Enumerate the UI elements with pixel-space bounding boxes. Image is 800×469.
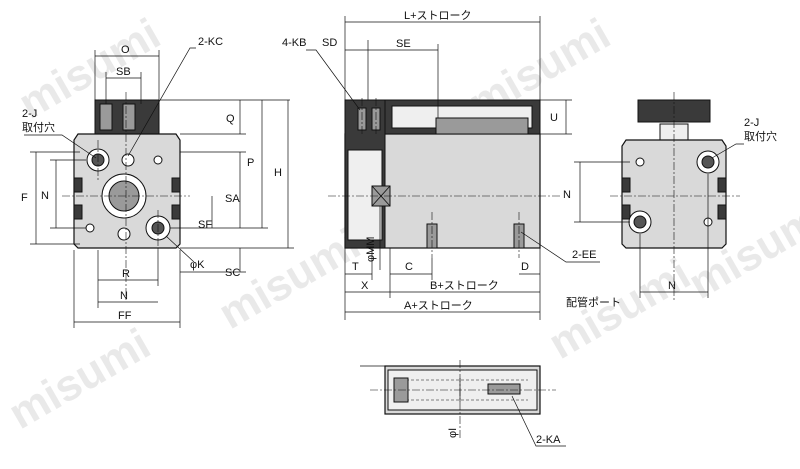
front-small-hole-left [85, 223, 95, 233]
dim-label-2J-note-rear: 取付穴 [744, 129, 777, 143]
front-notch-left-lower [73, 204, 83, 220]
front-notch-right-lower [171, 204, 181, 220]
rear-small-hole-1 [635, 157, 645, 167]
dim-label-phiK: φK [190, 259, 205, 271]
bottom-view: φI 2-KA [360, 360, 566, 447]
dim-label-O: O [121, 44, 130, 56]
front-small-hole-lower [117, 227, 131, 241]
bottom-port-right [487, 383, 521, 395]
front-notch-right-upper [171, 177, 181, 193]
dim-label-4KB: 4-KB [282, 37, 306, 49]
dim-label-phiI: φI [447, 428, 459, 438]
front-notch-left-upper [73, 177, 83, 193]
dim-label-SB: SB [116, 66, 131, 78]
dim-label-U: U [550, 112, 558, 124]
dim-label-D: D [521, 261, 529, 273]
side-view: L+ストローク SD SE 4-KB U φMM T C D X [282, 9, 621, 320]
dim-label-FF: FF [118, 310, 132, 322]
dim-label-T: T [352, 261, 359, 273]
rear-notch-right-lower [717, 204, 727, 220]
dim-label-C: C [405, 261, 413, 273]
dim-label-SF: SF [198, 219, 212, 231]
front-boss-port-right [122, 103, 136, 131]
dim-label-R: R [122, 268, 130, 280]
watermark-text: misumi [1, 319, 159, 438]
dim-label-N-rear-vertical: N [563, 189, 571, 201]
dim-label-H: H [274, 167, 282, 179]
side-rail-guide [435, 117, 529, 135]
dim-label-SA: SA [225, 193, 240, 205]
dim-label-phiMM: φMM [365, 237, 377, 262]
dim-label-2J-rear: 2-J [744, 117, 759, 129]
front-view: O SB 2-KC 2-J 取付穴 F N Q P H SA [21, 36, 294, 328]
dim-label-SC: SC [225, 267, 240, 279]
dim-label-2EE-note: 配管ポート [566, 295, 621, 309]
front-kc-hole [121, 153, 135, 167]
dim-label-SE: SE [396, 38, 411, 50]
rear-view: 2-J 取付穴 N N [563, 92, 777, 300]
dim-label-2J-front: 2-J [22, 108, 37, 120]
dim-label-2KC: 2-KC [198, 36, 223, 48]
dim-label-P: P [247, 157, 254, 169]
dim-label-B-stroke: B+ストローク [430, 279, 499, 292]
rear-notch-left-lower [621, 204, 631, 220]
front-boss-port-left [99, 103, 113, 131]
dim-label-SD: SD [322, 37, 337, 49]
dim-label-X: X [361, 280, 369, 292]
dim-label-A-stroke: A+ストローク [404, 299, 473, 312]
dim-label-N-bottom: N [120, 290, 128, 302]
dim-label-Q: Q [226, 113, 235, 125]
dim-label-L-stroke: L+ストローク [404, 9, 472, 22]
dim-label-2KA: 2-KA [536, 434, 561, 446]
dim-label-2J-note-front: 取付穴 [22, 120, 55, 134]
dim-label-F: F [21, 192, 28, 204]
dim-label-2EE: 2-EE [572, 249, 596, 261]
rear-notch-right-upper [717, 177, 727, 193]
dim-label-N-rear-bottom: N [668, 280, 676, 292]
rear-notch-left-upper [621, 177, 631, 193]
front-small-hole-right [153, 155, 163, 165]
dim-label-N-left: N [41, 190, 49, 202]
